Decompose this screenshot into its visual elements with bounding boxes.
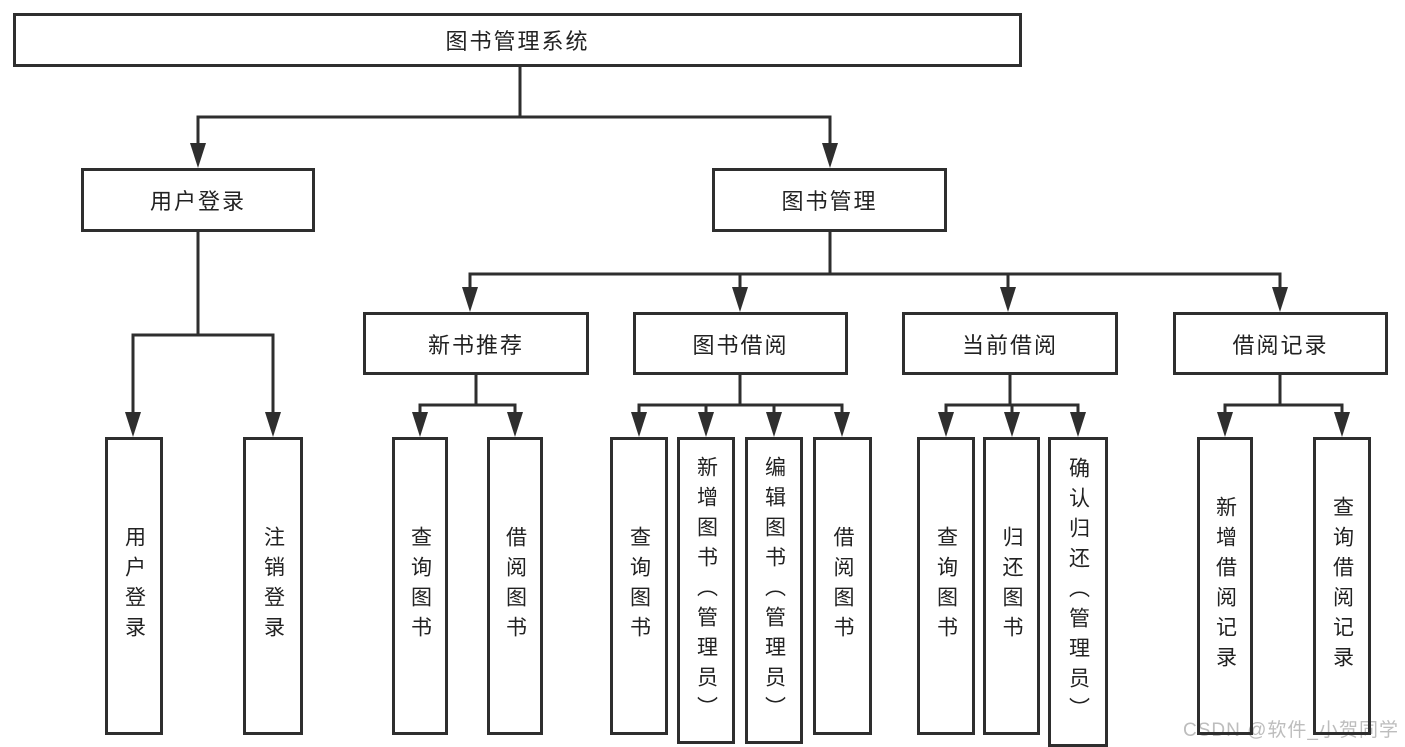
node-label: 用户登录 [122,526,146,646]
node-label: 编辑图书（管理员） [762,455,786,726]
node-new-book-rec: 新书推荐 [363,312,589,375]
node-book-borrow: 图书借阅 [633,312,848,375]
node-label: 归还图书 [1000,526,1023,646]
node-label: 查询图书 [934,526,958,646]
node-root: 图书管理系统 [13,13,1022,67]
node-current-borrow: 当前借阅 [902,312,1118,375]
watermark: CSDN @软件_小贺同学 [1183,720,1399,741]
node-book-mgmt: 图书管理 [712,168,947,232]
leaf-cb-confirm-return-admin: 确认归还（管理员） [1048,437,1108,747]
leaf-bb-edit-books-admin: 编辑图书（管理员） [745,437,803,744]
leaf-br-add-record: 新增借阅记录 [1197,437,1253,735]
node-label: 新增图书（管理员） [694,455,718,726]
leaf-cb-return-books: 归还图书 [983,437,1040,735]
node-user-login: 用户登录 [81,168,315,232]
node-label: 注销登录 [261,526,285,646]
node-label: 借阅图书 [831,526,854,646]
node-label: 确认归还（管理员） [1066,457,1090,727]
node-borrow-records: 借阅记录 [1173,312,1388,375]
leaf-nb-query-books: 查询图书 [392,437,448,735]
leaf-br-query-record: 查询借阅记录 [1313,437,1371,735]
node-label: 借阅图书 [503,526,527,646]
node-label: 查询图书 [408,526,432,646]
leaf-logout: 注销登录 [243,437,303,735]
node-label: 查询图书 [627,526,651,646]
leaf-nb-borrow-books: 借阅图书 [487,437,543,735]
leaf-bb-borrow-books: 借阅图书 [813,437,872,735]
node-label: 新增借阅记录 [1213,496,1237,676]
leaf-bb-add-books-admin: 新增图书（管理员） [677,437,735,744]
leaf-bb-query-books: 查询图书 [610,437,668,735]
leaf-user-login: 用户登录 [105,437,163,735]
leaf-cb-query-books: 查询图书 [917,437,975,735]
node-label: 查询借阅记录 [1330,496,1354,676]
